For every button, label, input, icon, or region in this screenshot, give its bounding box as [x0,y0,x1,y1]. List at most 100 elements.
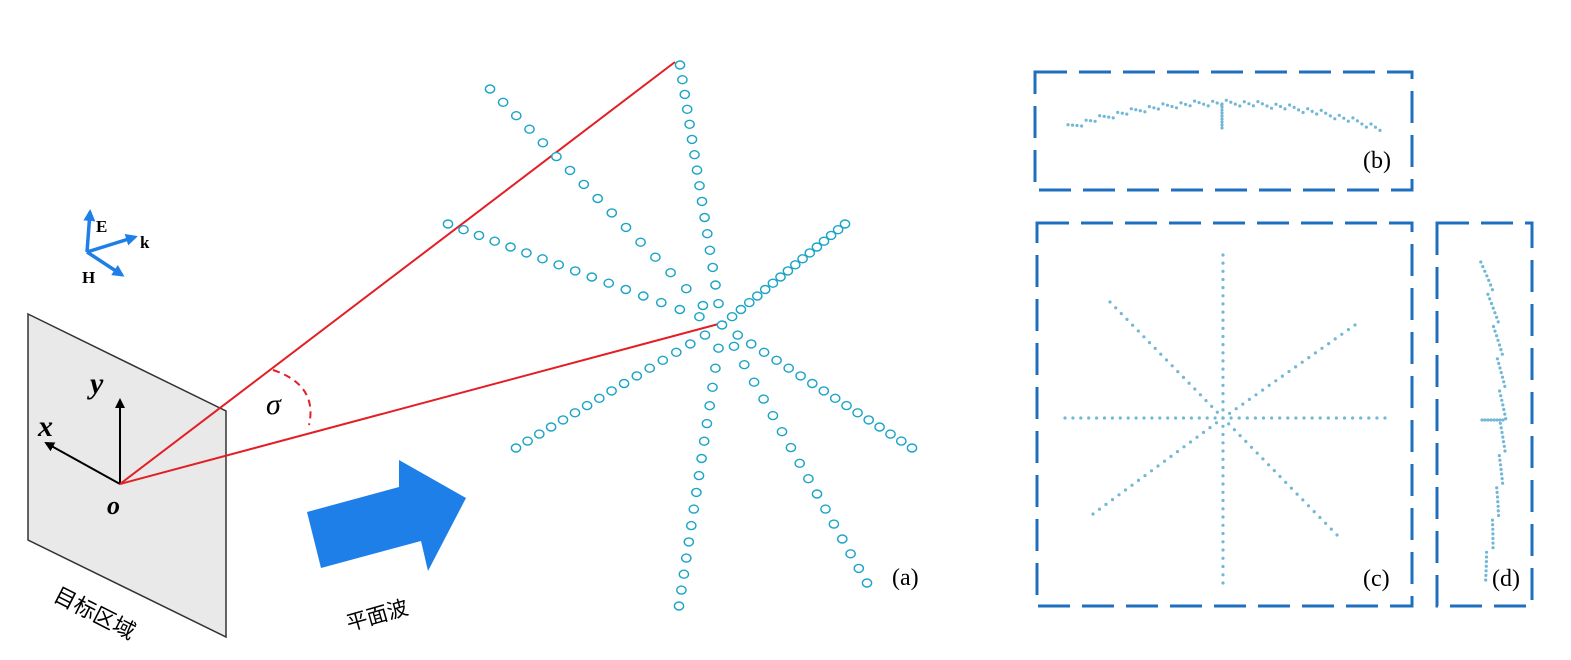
projection-point [1315,112,1319,116]
projection-point [1274,379,1278,383]
projection-point [1220,123,1224,127]
projection-point [1221,400,1225,404]
projection-point [1193,99,1197,103]
projection-point [1497,361,1501,365]
array-element [510,110,522,121]
array-element [832,224,844,235]
array-element [699,212,710,223]
array-element [797,254,808,264]
projection-point [1130,483,1134,487]
projection-point [1499,467,1503,471]
projection-point [1174,106,1179,110]
array-element [674,60,686,70]
projection-point [1359,416,1363,420]
projection-point [1089,119,1093,123]
array-element [699,330,711,340]
array-element [489,236,501,246]
panel-b-label: (b) [1363,148,1391,174]
array-element [578,179,590,190]
projection-point [1497,454,1501,458]
array-element [569,266,581,276]
projection-point [1498,389,1502,393]
projection-point [1501,481,1505,485]
projection-point [1080,124,1084,128]
projection-point [1484,560,1488,564]
array-element [845,549,856,559]
projection-point [1484,578,1488,582]
projection-point [1496,338,1500,342]
projection-point [1084,118,1088,122]
projection-points-c [1063,253,1387,585]
projection-point [1220,126,1224,130]
projection-point [1110,498,1115,502]
projection-point [1221,424,1225,428]
projection-point [1318,416,1322,420]
array-element [694,180,705,191]
projection-point [1503,449,1507,453]
projection-point [1126,416,1130,420]
projection-point [1221,375,1225,379]
projection-point [1288,103,1292,107]
projection-point [1346,328,1350,332]
projection-point [1495,418,1499,422]
projection-point [1342,416,1347,420]
array-element [686,134,698,145]
projection-points-d [1479,260,1508,582]
projection-point [1221,334,1225,339]
projection-point [1220,108,1224,112]
projection-point [1267,383,1271,387]
projection-point [1498,421,1502,425]
array-element [581,400,593,411]
projection-point [1481,265,1485,269]
array-element [863,415,875,425]
array-element [726,312,738,322]
projection-point [1261,388,1265,392]
array-element [606,208,618,218]
array-element [693,470,705,481]
projection-point [1104,502,1108,506]
projection-point [1501,435,1505,439]
projection-point [1221,343,1225,347]
array-element [650,252,661,262]
projection-point [1193,387,1197,391]
projection-point [1319,108,1323,112]
projection-point [1120,111,1124,115]
projection-point [1247,102,1251,106]
array-element [688,504,700,514]
projection-point [1175,450,1180,454]
projection-point [1169,454,1173,458]
projection-point [1221,302,1225,306]
panel-d-label: (d) [1492,566,1520,592]
projection-point [1221,253,1225,257]
array-element [683,537,695,547]
projection-point [1496,500,1500,504]
projection-point [1498,463,1503,467]
projection-point [1142,416,1146,420]
array-element [794,458,806,468]
projection-point [1489,283,1493,287]
projection-point [1493,329,1497,333]
array-element [521,248,532,258]
projection-point [1071,416,1075,420]
array-element [758,347,770,357]
projection-point [1215,101,1219,105]
projection-point [1500,472,1504,476]
projection-point [1270,416,1274,420]
projection-point [1504,417,1508,421]
projection-point [1292,105,1296,109]
projection-point [1197,101,1201,105]
projection-point [1205,416,1209,420]
projection-point [1063,416,1067,420]
h-vector-label: H [82,268,95,287]
array-element [603,278,615,288]
projection-point [1253,416,1257,420]
projection-point [1221,383,1225,387]
projection-point [1142,335,1146,339]
projection-point [1165,103,1170,107]
projection-point [1119,312,1123,316]
array-element [681,284,692,294]
projection-point [1287,369,1291,374]
h-vector-arrow [86,250,125,277]
projection-point [1221,294,1225,298]
projection-point [1075,123,1079,128]
